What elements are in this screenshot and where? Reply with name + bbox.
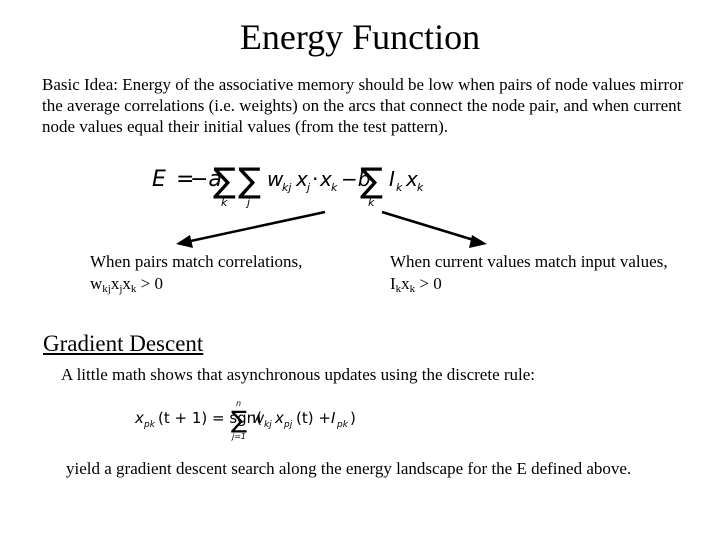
sum-j-index: j xyxy=(245,196,251,209)
update-input: I xyxy=(331,409,336,427)
slide-title: Energy Function xyxy=(239,17,481,57)
case-correlations: When pairs match correlations, wkjxjxk >… xyxy=(90,251,360,295)
input-symbol: I xyxy=(389,167,395,191)
sum-k2-sigma: ∑ xyxy=(360,161,383,201)
update-input-subscript: pk xyxy=(336,420,349,430)
case-right-line2: Ikxk > 0 xyxy=(390,274,442,295)
left-arrowhead-icon xyxy=(176,235,193,248)
case-left-line2: wkjxjxk > 0 xyxy=(90,274,163,295)
gradient-descent-conclusion: yield a gradient descent search along th… xyxy=(66,459,632,478)
xj-symbol: x xyxy=(295,167,308,191)
update-rule-formula: x pk (t + 1) = sgn( n ∑ j=1 w kj x pj (t… xyxy=(134,399,356,441)
energy-formula: E = −a ∑ k ∑ j w kj x j · x k −b ∑ k I k… xyxy=(152,161,424,209)
update-weight: w xyxy=(252,409,265,427)
update-lhs-x: x xyxy=(134,409,144,427)
xk-symbol: x xyxy=(319,167,332,191)
intro-paragraph: Basic Idea: Energy of the associative me… xyxy=(42,75,684,136)
update-x: x xyxy=(274,409,284,427)
sum-k2-index: k xyxy=(368,196,375,209)
case-left-line1: When pairs match correlations, xyxy=(90,252,303,271)
right-arrow-shaft xyxy=(381,210,478,243)
sum-k-index: k xyxy=(221,196,228,209)
update-lhs-argument: (t + 1) = sgn( xyxy=(158,409,262,427)
update-sum-sigma: ∑ xyxy=(231,406,247,434)
right-arrowhead-icon xyxy=(469,235,487,248)
update-argument: (t) + xyxy=(296,409,331,427)
case-input-values: When current values match input values, … xyxy=(390,251,710,295)
xj-subscript: j xyxy=(305,181,311,194)
minus-a: −a xyxy=(190,167,222,192)
weight-symbol: w xyxy=(267,167,284,191)
update-lhs-subscript: pk xyxy=(143,420,156,430)
sum-lower-limit: j=1 xyxy=(231,432,246,441)
sum-j-sigma: ∑ xyxy=(238,161,261,201)
xk2-symbol: x xyxy=(405,167,418,191)
gradient-descent-text: A little math shows that asynchronous up… xyxy=(61,365,536,384)
energy-symbol: E xyxy=(152,167,166,192)
update-x-subscript: pj xyxy=(283,420,293,430)
minus-b: −b xyxy=(341,167,370,191)
case-right-line1: When current values match input values, xyxy=(390,252,668,271)
xk2-subscript: k xyxy=(417,181,424,194)
sum-k-sigma: ∑ xyxy=(213,161,236,201)
xk-subscript: k xyxy=(331,181,338,194)
update-close-paren: ) xyxy=(350,409,356,427)
product-dot: · xyxy=(312,167,318,191)
gradient-descent-heading: Gradient Descent xyxy=(43,331,204,356)
weight-subscript: kj xyxy=(282,181,292,194)
sum-upper-limit: n xyxy=(236,399,241,408)
equals-sign: = xyxy=(176,167,194,192)
left-arrow-shaft xyxy=(185,210,326,244)
update-weight-subscript: kj xyxy=(264,420,272,430)
input-subscript: k xyxy=(396,181,403,194)
